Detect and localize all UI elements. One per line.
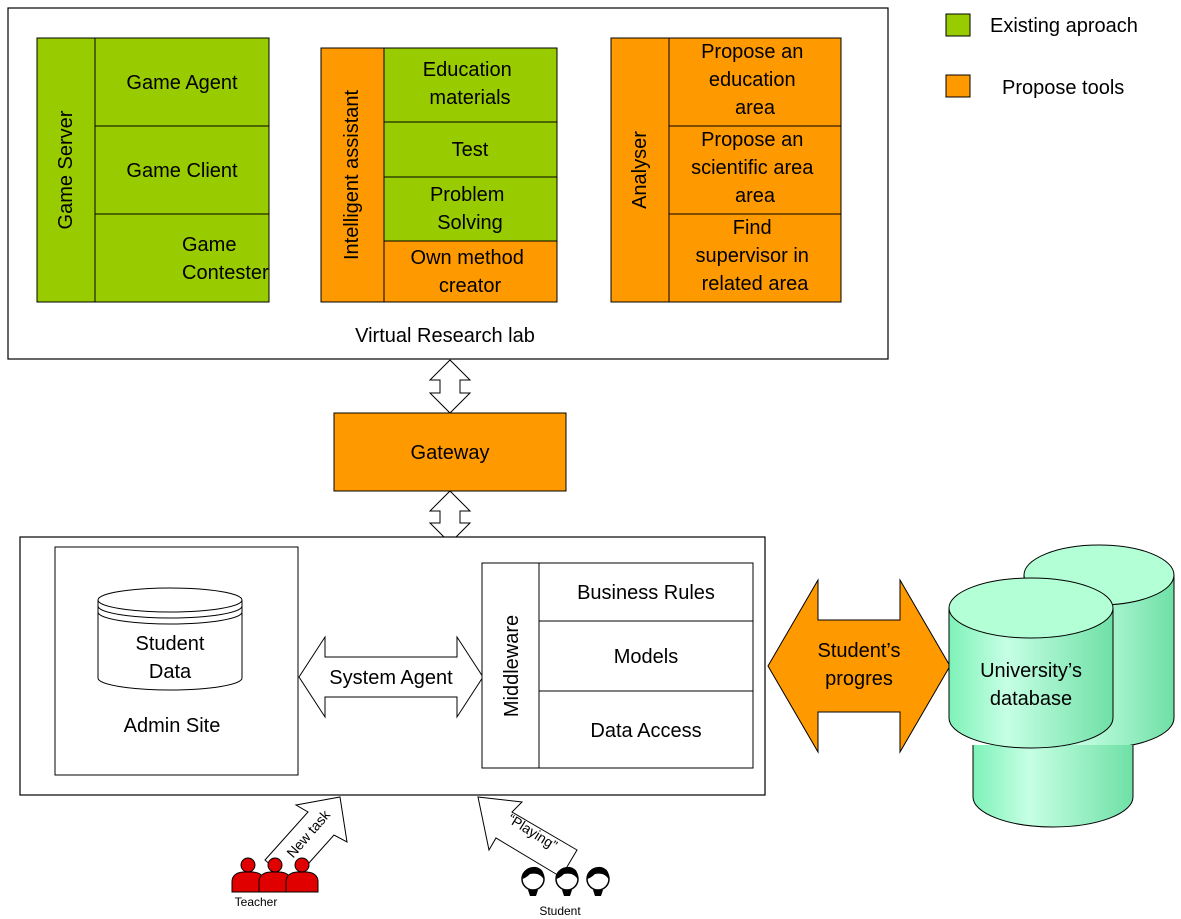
teacher-person-icon (285, 857, 319, 893)
system-agent-arrow: System Agent (298, 635, 484, 719)
teacher-label: Teacher (235, 895, 278, 909)
admin-site: Student Data Admin Site (54, 546, 299, 776)
gateway-box: Gateway (333, 412, 567, 492)
students-progress-arrow: Student’s progres (767, 578, 951, 754)
models-layer: Models (614, 646, 678, 668)
education-materials: Education materials (423, 59, 518, 109)
teacher-new-task-arrow: New task (264, 796, 348, 884)
middleware-module: Middleware Business Rules Models Data Ac… (481, 562, 754, 769)
gateway-label: Gateway (411, 442, 490, 464)
middleware-label: Middleware (501, 615, 523, 717)
own-method-creator: Own method creator (411, 247, 530, 297)
intelligent-assistant-label: Intelligent assistant (341, 90, 363, 261)
virtual-research-lab: Virtual Research lab Game Server Game Ag… (7, 7, 889, 360)
student-group-icon: Student (521, 866, 610, 918)
game-server-module: Game Server Game Agent Game Client Game … (36, 37, 270, 303)
test-item: Test (452, 139, 489, 161)
student-head-icon (586, 866, 610, 896)
legend-existing-swatch (945, 13, 971, 37)
student-head-icon (521, 866, 545, 896)
game-contester: Game Contester (182, 234, 269, 284)
legend: Existing aproach Propose tools (945, 13, 1138, 99)
business-rules: Business Rules (577, 582, 715, 604)
intelligent-assistant-module: Intelligent assistant Education material… (320, 47, 558, 303)
student-playing-arrow: “Playing” (477, 796, 578, 878)
legend-propose-swatch (945, 74, 971, 98)
game-agent: Game Agent (126, 72, 238, 94)
student-data-db-icon: Student Data (97, 587, 243, 691)
lab-gateway-arrow (428, 359, 472, 414)
legend-existing-label: Existing aproach (990, 15, 1138, 37)
gateway-system-arrow (428, 490, 472, 544)
student-data-line1: Student (136, 633, 205, 655)
find-supervisor: Find supervisor in related area (696, 217, 815, 295)
problem-solving: Problem Solving (430, 184, 510, 234)
student-head-icon (555, 866, 579, 896)
game-client: Game Client (126, 160, 238, 182)
admin-site-label: Admin Site (124, 715, 221, 737)
propose-education-area: Propose an education area (701, 41, 809, 119)
student-label: Student (539, 904, 581, 918)
university-db-line1: University’s (980, 660, 1082, 682)
students-progress-line1: Student’s (817, 640, 900, 662)
propose-scientific-area: Propose an scientific area area (691, 129, 819, 207)
analyser-label: Analyser (629, 131, 651, 209)
system-agent-label: System Agent (329, 667, 453, 689)
students-progress-line2: progres (825, 668, 893, 690)
legend-propose-label: Propose tools (1002, 77, 1124, 99)
student-data-line2: Data (149, 661, 192, 683)
virtual-lab-title: Virtual Research lab (355, 325, 535, 347)
university-database: University’s database (948, 544, 1175, 828)
game-server-label: Game Server (55, 110, 77, 229)
teacher-group-icon: Teacher (231, 857, 319, 909)
university-db-line2: database (990, 688, 1072, 710)
analyser-module: Analyser Propose an education area Propo… (610, 37, 842, 303)
data-access-layer: Data Access (590, 720, 701, 742)
